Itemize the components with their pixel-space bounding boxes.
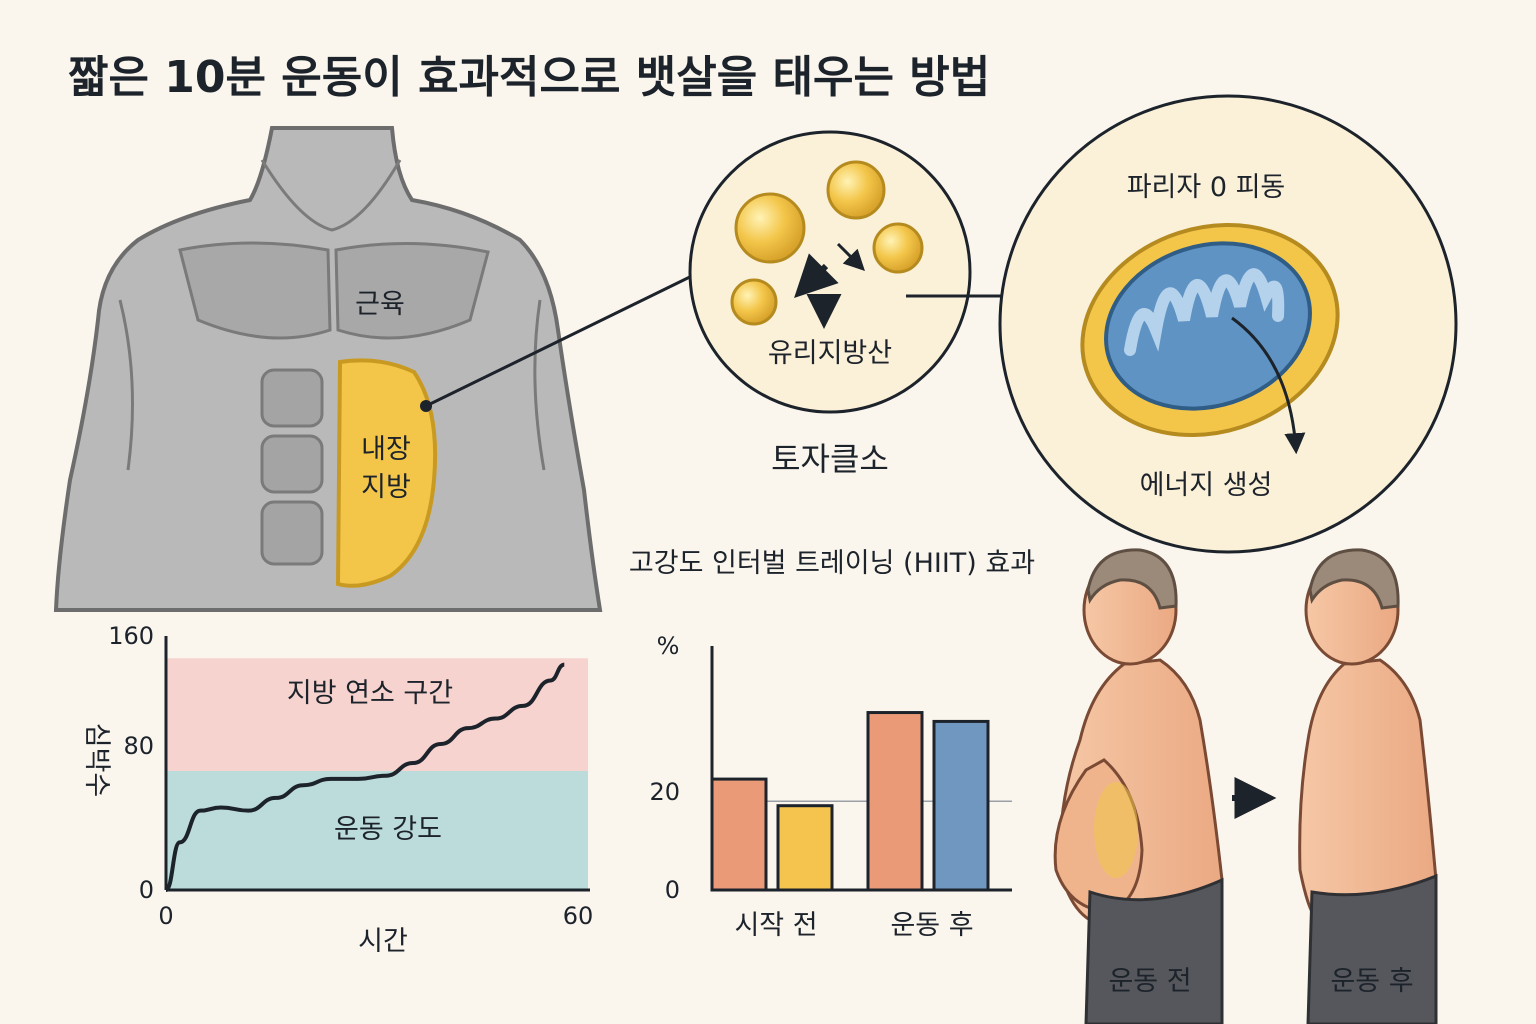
- fat-cell-circle: [688, 130, 972, 414]
- x-axis-label: 시간: [358, 926, 408, 957]
- fat-globule: [734, 192, 806, 264]
- after-pants: [1306, 873, 1438, 1024]
- visceral-fat: [335, 358, 438, 588]
- bar: [710, 777, 768, 892]
- hiit-bar-chart: 고강도 인터벌 트레이닝 (HIIT) 효과 % 20 0 시작 전 운동 후: [629, 548, 1035, 941]
- heart-rate-line: [164, 662, 565, 892]
- bar: [776, 804, 834, 892]
- exercise-intensity-zone: [166, 770, 588, 890]
- y-axis-label: 심박수: [81, 723, 112, 798]
- bar-y-tick: 20: [649, 778, 680, 806]
- ab-muscle: [260, 500, 324, 566]
- x-tick-label: 0: [158, 902, 173, 930]
- fat-label-line1: 내장: [361, 434, 411, 465]
- bars: [710, 711, 990, 892]
- muscle-label: 근육: [355, 289, 405, 320]
- x-tick-label: 60: [563, 902, 594, 930]
- bar-chart-title: 고강도 인터벌 트레이닝 (HIIT) 효과: [629, 548, 1035, 579]
- mitochondria-title: 파리자 0 피동: [1127, 172, 1286, 203]
- fat-globule: [872, 222, 924, 274]
- zone-label-intensity: 운동 강도: [334, 814, 442, 845]
- bar-y-tick: 0: [665, 876, 680, 904]
- left-arm-line: [118, 299, 134, 471]
- ab-muscle: [260, 368, 324, 428]
- y-tick-label: 160: [108, 622, 154, 650]
- bar: [866, 711, 924, 892]
- y-tick-label: 80: [123, 732, 154, 760]
- mitochondria-panel: 파리자 0 피동 에너지 생성: [998, 94, 1458, 554]
- right-arm-line: [533, 299, 546, 471]
- right-pectoral: [334, 241, 490, 340]
- zone-label-fat-burn: 지방 연소 구간: [287, 678, 453, 709]
- page-title: 짧은 10분 운동이 효과적으로 뱃살을 태우는 방법: [68, 52, 990, 103]
- bar-y-unit: %: [657, 632, 680, 660]
- release-arrow: [836, 242, 865, 271]
- bar-category-label: 시작 전: [734, 910, 817, 941]
- before-figure: 운동 전: [1053, 548, 1224, 1024]
- y-tick-label: 0: [139, 876, 154, 904]
- bar-category-label: 운동 후: [890, 910, 973, 941]
- before-label: 운동 전: [1108, 966, 1191, 997]
- after-figure: 운동 후: [1298, 548, 1438, 1024]
- after-hair: [1308, 548, 1400, 610]
- after-label: 운동 후: [1330, 966, 1413, 997]
- fat-cell-caption: 토자클소: [771, 440, 889, 478]
- fat-globule: [730, 278, 778, 326]
- fat-cell-panel: 유리지방산 토자클소: [688, 130, 972, 478]
- before-pants: [1084, 877, 1224, 1024]
- fat-burn-zone: [166, 658, 588, 771]
- fat-label-line2: 지방: [361, 472, 411, 503]
- heart-rate-chart: 0 80 160 0 60 시간 심박수 지방 연소 구간 운동 강도: [81, 622, 593, 957]
- energy-label: 에너지 생성: [1140, 470, 1273, 501]
- left-pectoral: [178, 241, 332, 340]
- torso-body: [53, 126, 603, 612]
- neck-muscle-line: [260, 159, 402, 232]
- connector-line: [425, 270, 701, 408]
- free-fatty-acid-label: 유리지방산: [768, 338, 892, 369]
- energy-arrow: [1231, 316, 1306, 455]
- torso-illustration: 근육 내장 지방: [53, 126, 603, 612]
- ab-muscle: [260, 434, 324, 494]
- release-arrow: [794, 253, 839, 298]
- fat-globule: [826, 160, 886, 220]
- before-belly-fat: [1094, 782, 1138, 878]
- mitochondria-cristae: [1124, 268, 1285, 356]
- bar: [932, 719, 990, 892]
- before-hair: [1086, 548, 1178, 610]
